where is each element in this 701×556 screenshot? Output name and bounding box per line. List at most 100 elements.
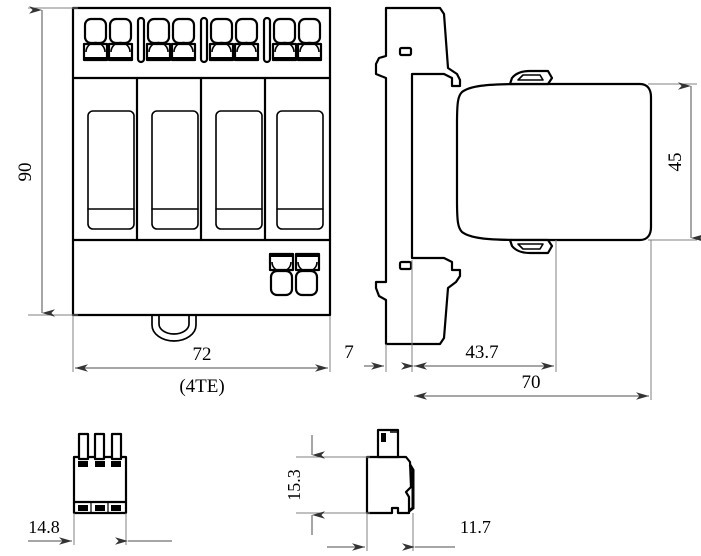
rear-slot-lower [398,260,413,271]
screw-bar-4a [273,57,296,60]
dimension-label-148: 14.8 [28,517,60,537]
screw-bar-2b [172,57,195,60]
detail-side-pin-mark [381,433,386,442]
dimension-label-70: 70 [522,372,541,393]
screw-arc-2b [173,41,194,53]
front-top-terminals [82,16,323,64]
screw-bar-b2 [296,254,319,257]
dimension-label-72: 72 [193,344,212,365]
detail-side-connector [376,428,400,459]
front-module-columns [135,76,267,242]
rear-slot-upper [398,46,413,57]
screw-arc-4a [274,41,295,53]
bottom-contact-3 [111,505,121,511]
bottom-contact-1 [78,505,88,511]
terminal-screw-1b [107,41,134,62]
dimension-label-153: 15.3 [284,469,304,501]
dimension-depth-70: 70 [414,240,652,400]
dimension-label-90: 90 [15,163,36,182]
plugin-body-3 [215,110,263,230]
latch-tab-lower-hole [517,243,544,250]
dimension-height-153: 15.3 [284,435,370,535]
detail-front-bottom-contacts [72,500,128,514]
dimension-width-148: 14.8 [28,513,172,545]
terminal-screw-4b [296,41,323,62]
detail-front-view [72,432,128,515]
detail-pin-1 [77,432,90,461]
screw-bar-1b [109,57,132,60]
terminal-separator-2 [199,16,209,64]
front-bottom-terminals [268,252,321,297]
front-view [71,6,332,342]
detail-pin-3 [110,432,123,461]
plugin-module-3 [215,110,263,230]
dimension-label-4te: (4TE) [179,376,224,397]
screw-arc-2a [148,41,169,53]
terminal-ring-4a [272,17,297,45]
side-rear-profile [374,6,462,346]
latch-tab-upper [508,69,554,86]
terminal-separator-3 [262,16,272,64]
screw-arc-4b [299,41,320,53]
side-view [374,6,653,346]
screw-bar-2a [147,57,170,60]
terminal-ring-3b [234,17,259,45]
dimension-depth-117: 11.7 [327,513,491,551]
side-enclosure-body [455,82,653,242]
terminal-separator-1 [136,16,146,64]
dimension-label-45: 45 [665,153,686,172]
terminal-ring-b2 [294,269,319,297]
terminal-pair-2 [145,17,197,62]
dimension-height-45: 45 [648,82,701,242]
terminal-screw-3b [233,41,260,62]
screw-arc-3a [211,41,232,53]
terminal-ring-b1 [269,269,294,297]
dimension-label-7: 7 [344,342,354,363]
screw-bar-1a [84,57,107,60]
screw-bar-3a [210,57,233,60]
latch-tab-upper-hole [517,74,544,81]
terminal-pair-1 [82,17,134,62]
detail-side-lip [408,464,415,513]
pin-seat-3 [111,461,121,467]
screw-arc-3b [236,41,257,53]
screw-arc-1b [110,41,131,53]
terminal-screw-b2 [294,252,321,273]
plugin-module-4 [276,110,324,230]
terminal-screw-2b [170,41,197,62]
clip-inner [158,315,190,335]
terminal-ring-2a [146,17,171,45]
detail-side-view [365,428,415,515]
terminal-ring-2b [171,17,196,45]
dimension-depth-437: 43.7 [414,240,557,372]
screw-bar-4b [298,57,321,60]
screw-bar-3b [235,57,258,60]
detail-side-body [365,455,413,515]
terminal-screw-b1 [268,252,295,273]
terminal-screw-1a [82,41,109,62]
plugin-module-2 [151,110,199,230]
terminal-ring-3a [209,17,234,45]
clip-outer [151,315,197,342]
dimension-width-72: 72 (4TE) [72,316,331,397]
plugin-body-1 [87,110,135,230]
terminal-screw-3a [208,41,235,62]
terminal-ring-1b [108,17,133,45]
terminal-ring-4b [297,17,322,45]
plugin-body-2 [151,110,199,230]
terminal-screw-4a [271,41,298,62]
pin-seat-1 [78,461,88,467]
detail-front-pin-seats [78,461,121,467]
terminal-pair-3 [208,17,260,62]
plugin-body-4 [276,110,324,230]
screw-bar-b1 [270,254,293,257]
terminal-ring-1a [83,17,108,45]
din-rail-clip-front [151,315,197,342]
terminal-screw-2a [145,41,172,62]
latch-tab-lower [508,238,554,255]
dimension-height-90: 90 [15,6,78,317]
detail-pin-2 [93,432,106,461]
detail-front-pins [77,432,123,461]
pin-seat-2 [95,461,105,467]
